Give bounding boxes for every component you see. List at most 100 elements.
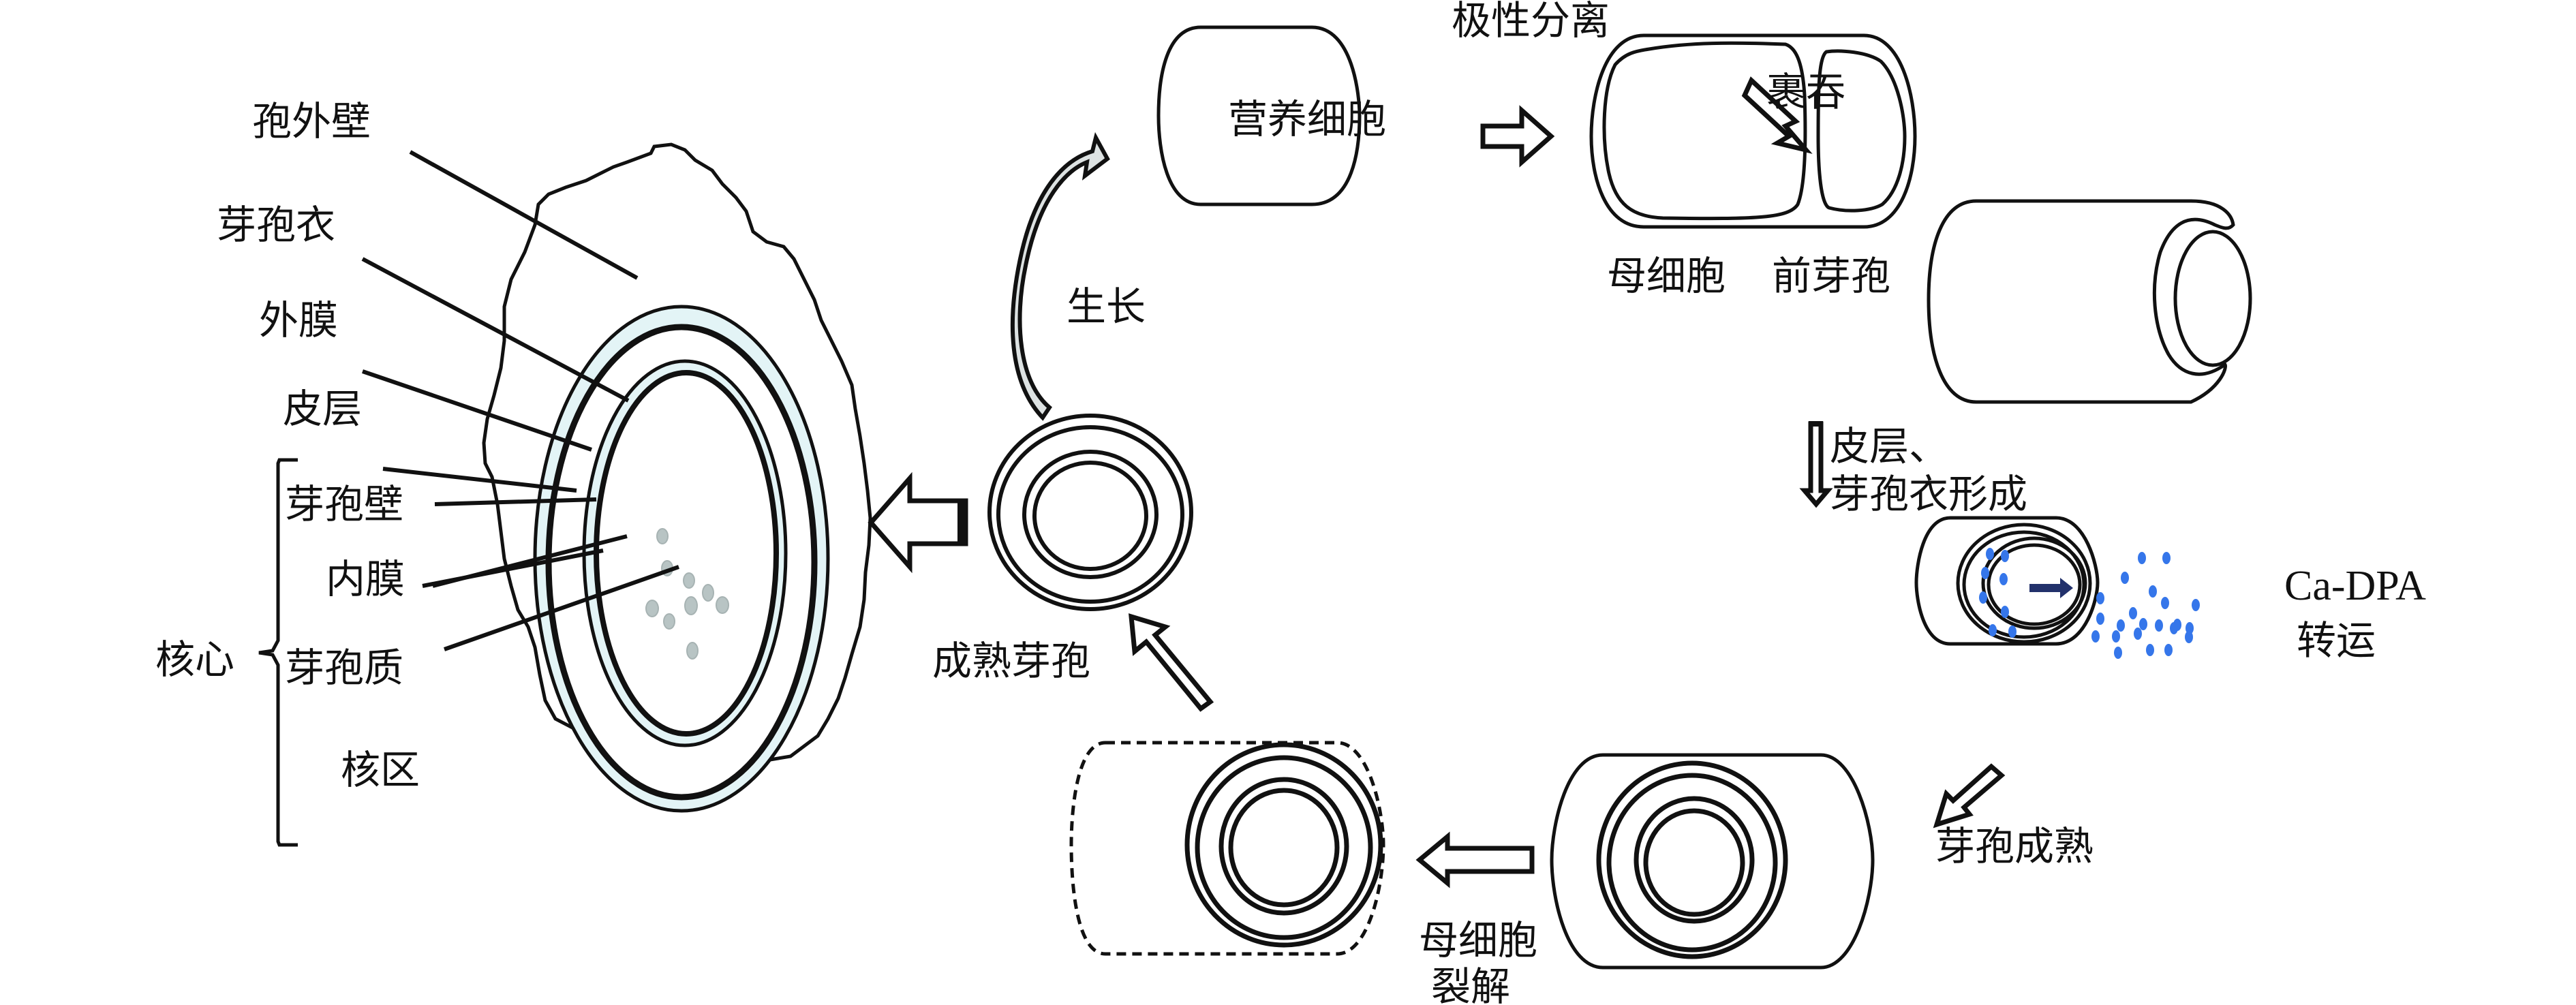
core-granule <box>686 642 699 660</box>
ca-dpa-dot <box>2096 613 2104 625</box>
ca-dpa-dot <box>2112 630 2120 643</box>
arrow-tail-bar <box>957 501 966 544</box>
maturation-spore-ring <box>1634 796 1755 924</box>
label-cortex-coat-line1: 皮层、 <box>1830 423 1948 469</box>
label-outer-membrane: 外膜 <box>259 297 338 343</box>
label-core: 核心 <box>155 636 234 683</box>
ca-dpa-dot <box>2192 599 2200 611</box>
mature-spore-ring <box>1032 461 1148 571</box>
arrow-up-left-icon <box>1129 613 1214 712</box>
vegetative-cell: 营养细胞 <box>1156 25 1386 206</box>
ca-dpa-dot <box>2149 585 2157 598</box>
arrow-right-icon <box>1480 105 1555 168</box>
engulfment-cell <box>1927 199 2252 404</box>
developing-spore-ring <box>1956 523 2092 644</box>
ca-dpa-dot <box>2185 631 2193 643</box>
ca-dpa-dot <box>2091 630 2100 643</box>
label-spore-maturation: 芽孢成熟 <box>1935 823 2094 869</box>
ca-dpa-dot <box>2162 552 2171 564</box>
leader-exosporium <box>409 150 639 280</box>
label-inner-membrane: 内膜 <box>326 556 405 602</box>
ca-dpa-dot <box>2186 622 2194 634</box>
arrow-down-icon <box>1799 421 1833 508</box>
arrow-tail-bar <box>1809 421 1823 427</box>
forespore-membrane <box>2173 230 2252 367</box>
lysis-cell <box>1069 741 1385 956</box>
arrow-left-small-icon <box>1415 831 1535 888</box>
label-ca-dpa-line1: Ca-DPA <box>2284 563 2426 609</box>
ca-dpa-dot <box>2121 572 2129 584</box>
core-granule <box>702 584 714 602</box>
leader-outer-membrane <box>362 369 592 452</box>
core-granule <box>663 613 675 630</box>
core-granule <box>645 600 659 617</box>
label-lysis-line2: 裂解 <box>1431 963 1510 1005</box>
engulfment-cell-body <box>1927 199 2235 404</box>
lysis-spore-ring <box>1184 742 1383 948</box>
leader-cortex <box>382 467 577 493</box>
label-forespore: 前芽孢 <box>1772 253 1890 299</box>
curved-arrow-icon <box>1010 132 1110 421</box>
leader-spore-cytoplasm <box>432 534 628 588</box>
lysis-spore-ring <box>1218 777 1349 916</box>
label-polar-division: 极性分离 <box>1452 0 1610 44</box>
maturation-cell <box>1550 753 1875 970</box>
ca-dpa-dot <box>2096 592 2104 604</box>
core-granule <box>716 596 729 614</box>
ca-dpa-dot <box>1999 573 2008 585</box>
ca-dpa-dot <box>2146 644 2154 656</box>
ca-dpa-dots-mother <box>1979 548 2017 638</box>
forespore-compartment <box>1816 49 1907 213</box>
core-granule <box>683 572 695 589</box>
mother-cell-compartment <box>1602 41 1807 221</box>
label-spore-wall: 芽孢壁 <box>285 481 403 527</box>
ca-dpa-dot <box>2138 552 2146 564</box>
vegetative-cell-body <box>1156 25 1362 206</box>
label-nucleoid: 核区 <box>341 747 420 793</box>
ca-dpa-dot <box>2164 644 2173 656</box>
ca-dpa-dot <box>2114 647 2122 659</box>
inner-membrane <box>594 370 779 737</box>
label-lysis-line1: 母细胞 <box>1419 917 1537 963</box>
ca-dpa-dot <box>2134 628 2142 640</box>
label-cortex: 皮层 <box>283 386 362 432</box>
leader-spore-wall <box>434 497 597 506</box>
mature-spore-ring <box>1022 450 1159 579</box>
core-bracket <box>258 458 298 847</box>
core-granule <box>684 596 698 615</box>
ca-dpa-dot <box>2001 606 2009 618</box>
ca-dpa-dot <box>2155 619 2163 632</box>
ca-dpa-dot <box>2129 607 2137 619</box>
maturation-cell-body <box>1550 753 1875 970</box>
mature-spore <box>987 414 1193 611</box>
label-cortex-coat-line2: 芽孢衣形成 <box>1830 471 2027 517</box>
label-exosporium: 孢外壁 <box>252 98 371 144</box>
ca-dpa-cell-body <box>1914 516 2100 646</box>
ca-dpa-dot <box>2008 625 2017 638</box>
label-vegetative-cell: 营养细胞 <box>1228 96 1386 142</box>
maturation-spore-ring <box>1596 760 1788 959</box>
transport-arrow-icon <box>2029 578 2073 598</box>
leader-nucleoid <box>444 565 679 651</box>
ca-dpa-dot <box>2139 618 2147 630</box>
arrow-down-left-icon <box>1933 763 2006 829</box>
mother-cell-divided <box>1589 33 1917 229</box>
label-growth: 生长 <box>1067 283 1146 330</box>
label-spore-cytoplasm: 芽孢质 <box>285 645 403 691</box>
arrow-left-icon <box>868 471 968 574</box>
arrow-to-structure <box>868 471 968 574</box>
spore-structure: 孢外壁 芽孢衣 外膜 皮层 芽孢壁 内膜 芽孢质 核区 核心 <box>155 98 872 847</box>
label-engulfment: 裹吞 <box>1766 69 1845 115</box>
core-granule <box>656 528 669 544</box>
ca-dpa-dot <box>2117 619 2125 632</box>
developing-spore-ring <box>1981 536 2087 630</box>
maturation-spore-ring <box>1643 808 1745 917</box>
mature-spore-ring <box>996 425 1184 604</box>
lysis-spore-ring <box>1195 755 1373 940</box>
label-ca-dpa-line2: 转运 <box>2297 617 2376 664</box>
label-mother-cell: 母细胞 <box>1607 253 1726 299</box>
ca-dpa-dot <box>1986 548 1994 560</box>
lysis-spore-ring <box>1228 788 1340 908</box>
ca-dpa-dot <box>1981 567 1989 579</box>
